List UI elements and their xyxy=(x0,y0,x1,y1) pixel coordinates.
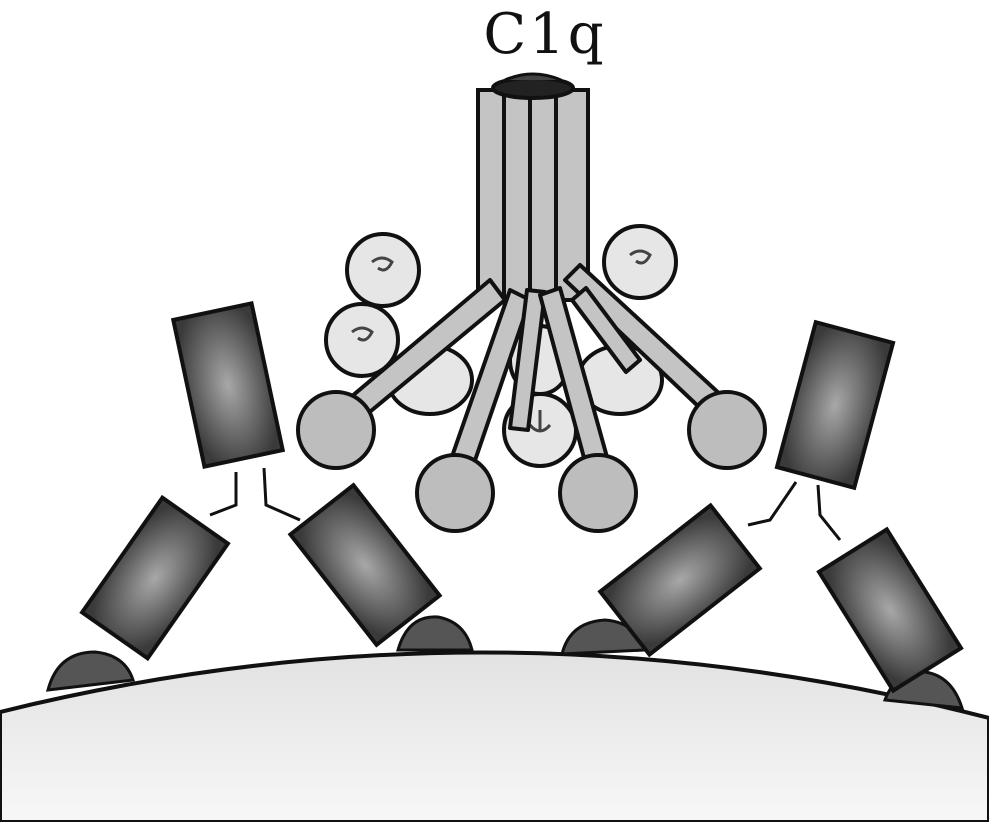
antibody-domain xyxy=(597,502,763,658)
globular-head xyxy=(687,390,767,470)
antibody-domain xyxy=(170,300,286,470)
protease-glyphs xyxy=(351,249,652,433)
stalk-strand xyxy=(528,88,558,302)
c1q-arm xyxy=(570,286,642,374)
c1q-globular-heads xyxy=(296,390,767,533)
c1q-stalk-bundle xyxy=(476,72,590,302)
antibody-hinges xyxy=(209,467,842,541)
stalk-strand xyxy=(476,88,506,302)
cell-surface xyxy=(0,650,989,822)
globular-head xyxy=(415,453,495,533)
globular-head xyxy=(296,390,376,470)
antibody-domain xyxy=(816,526,964,694)
antibody-domain xyxy=(79,494,231,662)
antibody-domain xyxy=(287,482,443,648)
globular-head xyxy=(558,453,638,533)
left-antibody xyxy=(79,300,443,662)
stalk-strand xyxy=(502,88,532,302)
c1q-arm xyxy=(508,288,547,432)
right-antibody xyxy=(597,319,964,694)
antibody-domain xyxy=(774,319,896,491)
stalk-top xyxy=(491,76,575,100)
antigen-bump xyxy=(45,650,135,692)
c1q-label: C1q xyxy=(483,2,607,67)
antigen-bumps xyxy=(45,615,965,710)
c1q-arms xyxy=(343,263,737,482)
antigen-bump xyxy=(396,615,474,652)
